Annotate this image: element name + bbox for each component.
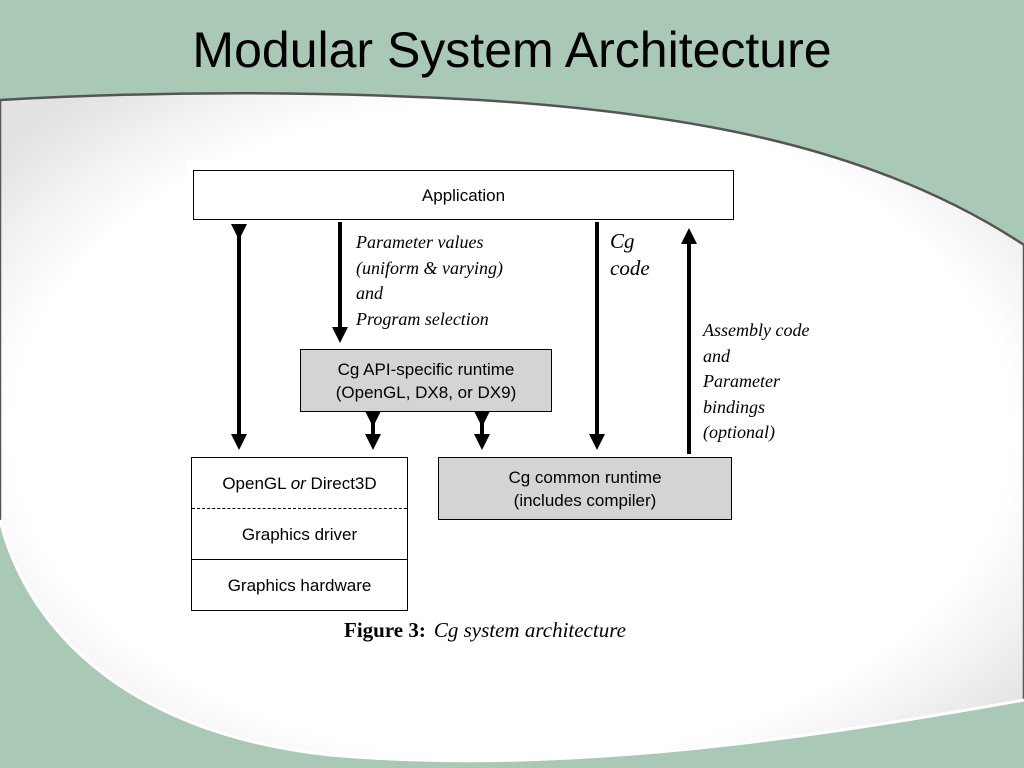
api-runtime-line2: (OpenGL, DX8, or DX9) <box>335 382 517 402</box>
graphics-api-or: or <box>290 473 306 493</box>
figure-caption: Figure 3: Cg system architecture <box>344 618 626 643</box>
note-line: Assembly code <box>703 320 810 340</box>
caption-label: Figure 3: <box>344 618 426 642</box>
note-line: bindings <box>703 396 766 417</box>
note-line: (uniform & varying) <box>356 257 503 278</box>
note-line: Cg <box>610 229 635 253</box>
diagram-arrows <box>231 222 697 454</box>
api-runtime-box: Cg API-specific runtime (OpenGL, DX8, or… <box>300 349 552 412</box>
graphics-api-suffix: Direct3D <box>305 473 377 493</box>
application-label: Application <box>421 185 506 205</box>
graphics-api-label: OpenGL or Direct3D <box>222 472 376 495</box>
graphics-hardware-label: Graphics hardware <box>227 575 372 595</box>
graphics-api-cell: OpenGL or Direct3D <box>192 458 407 509</box>
note-line: and <box>356 283 383 303</box>
note-line: Program selection <box>356 308 489 329</box>
common-runtime-box: Cg common runtime (includes compiler) <box>438 457 732 520</box>
note-line: (optional) <box>703 422 775 442</box>
architecture-figure: Application Cg API-specific runtime (Ope… <box>186 160 860 655</box>
note-cg-code: Cg code <box>610 228 650 282</box>
note-line: code <box>610 256 650 280</box>
note-line: Parameter <box>703 371 780 391</box>
graphics-stack-box: OpenGL or Direct3D Graphics driver Graph… <box>191 457 408 611</box>
graphics-driver-cell: Graphics driver <box>192 509 407 560</box>
graphics-api-prefix: OpenGL <box>222 473 291 493</box>
application-box: Application <box>193 170 734 220</box>
note-parameter-values: Parameter values (uniform & varying) and… <box>356 230 503 332</box>
common-runtime-line1: Cg common runtime <box>508 467 662 487</box>
note-line: and <box>703 345 730 366</box>
figure-notch-right <box>738 280 860 485</box>
caption-text: Cg system architecture <box>433 618 626 642</box>
graphics-driver-label: Graphics driver <box>241 524 358 544</box>
slide-title: Modular System Architecture <box>192 22 832 78</box>
note-assembly-code: Assembly code and Parameter bindings (op… <box>703 318 809 446</box>
graphics-hardware-cell: Graphics hardware <box>192 560 407 610</box>
note-line: Parameter values <box>356 232 484 252</box>
api-runtime-line1: Cg API-specific runtime <box>337 359 515 379</box>
common-runtime-line2: (includes compiler) <box>513 490 657 510</box>
